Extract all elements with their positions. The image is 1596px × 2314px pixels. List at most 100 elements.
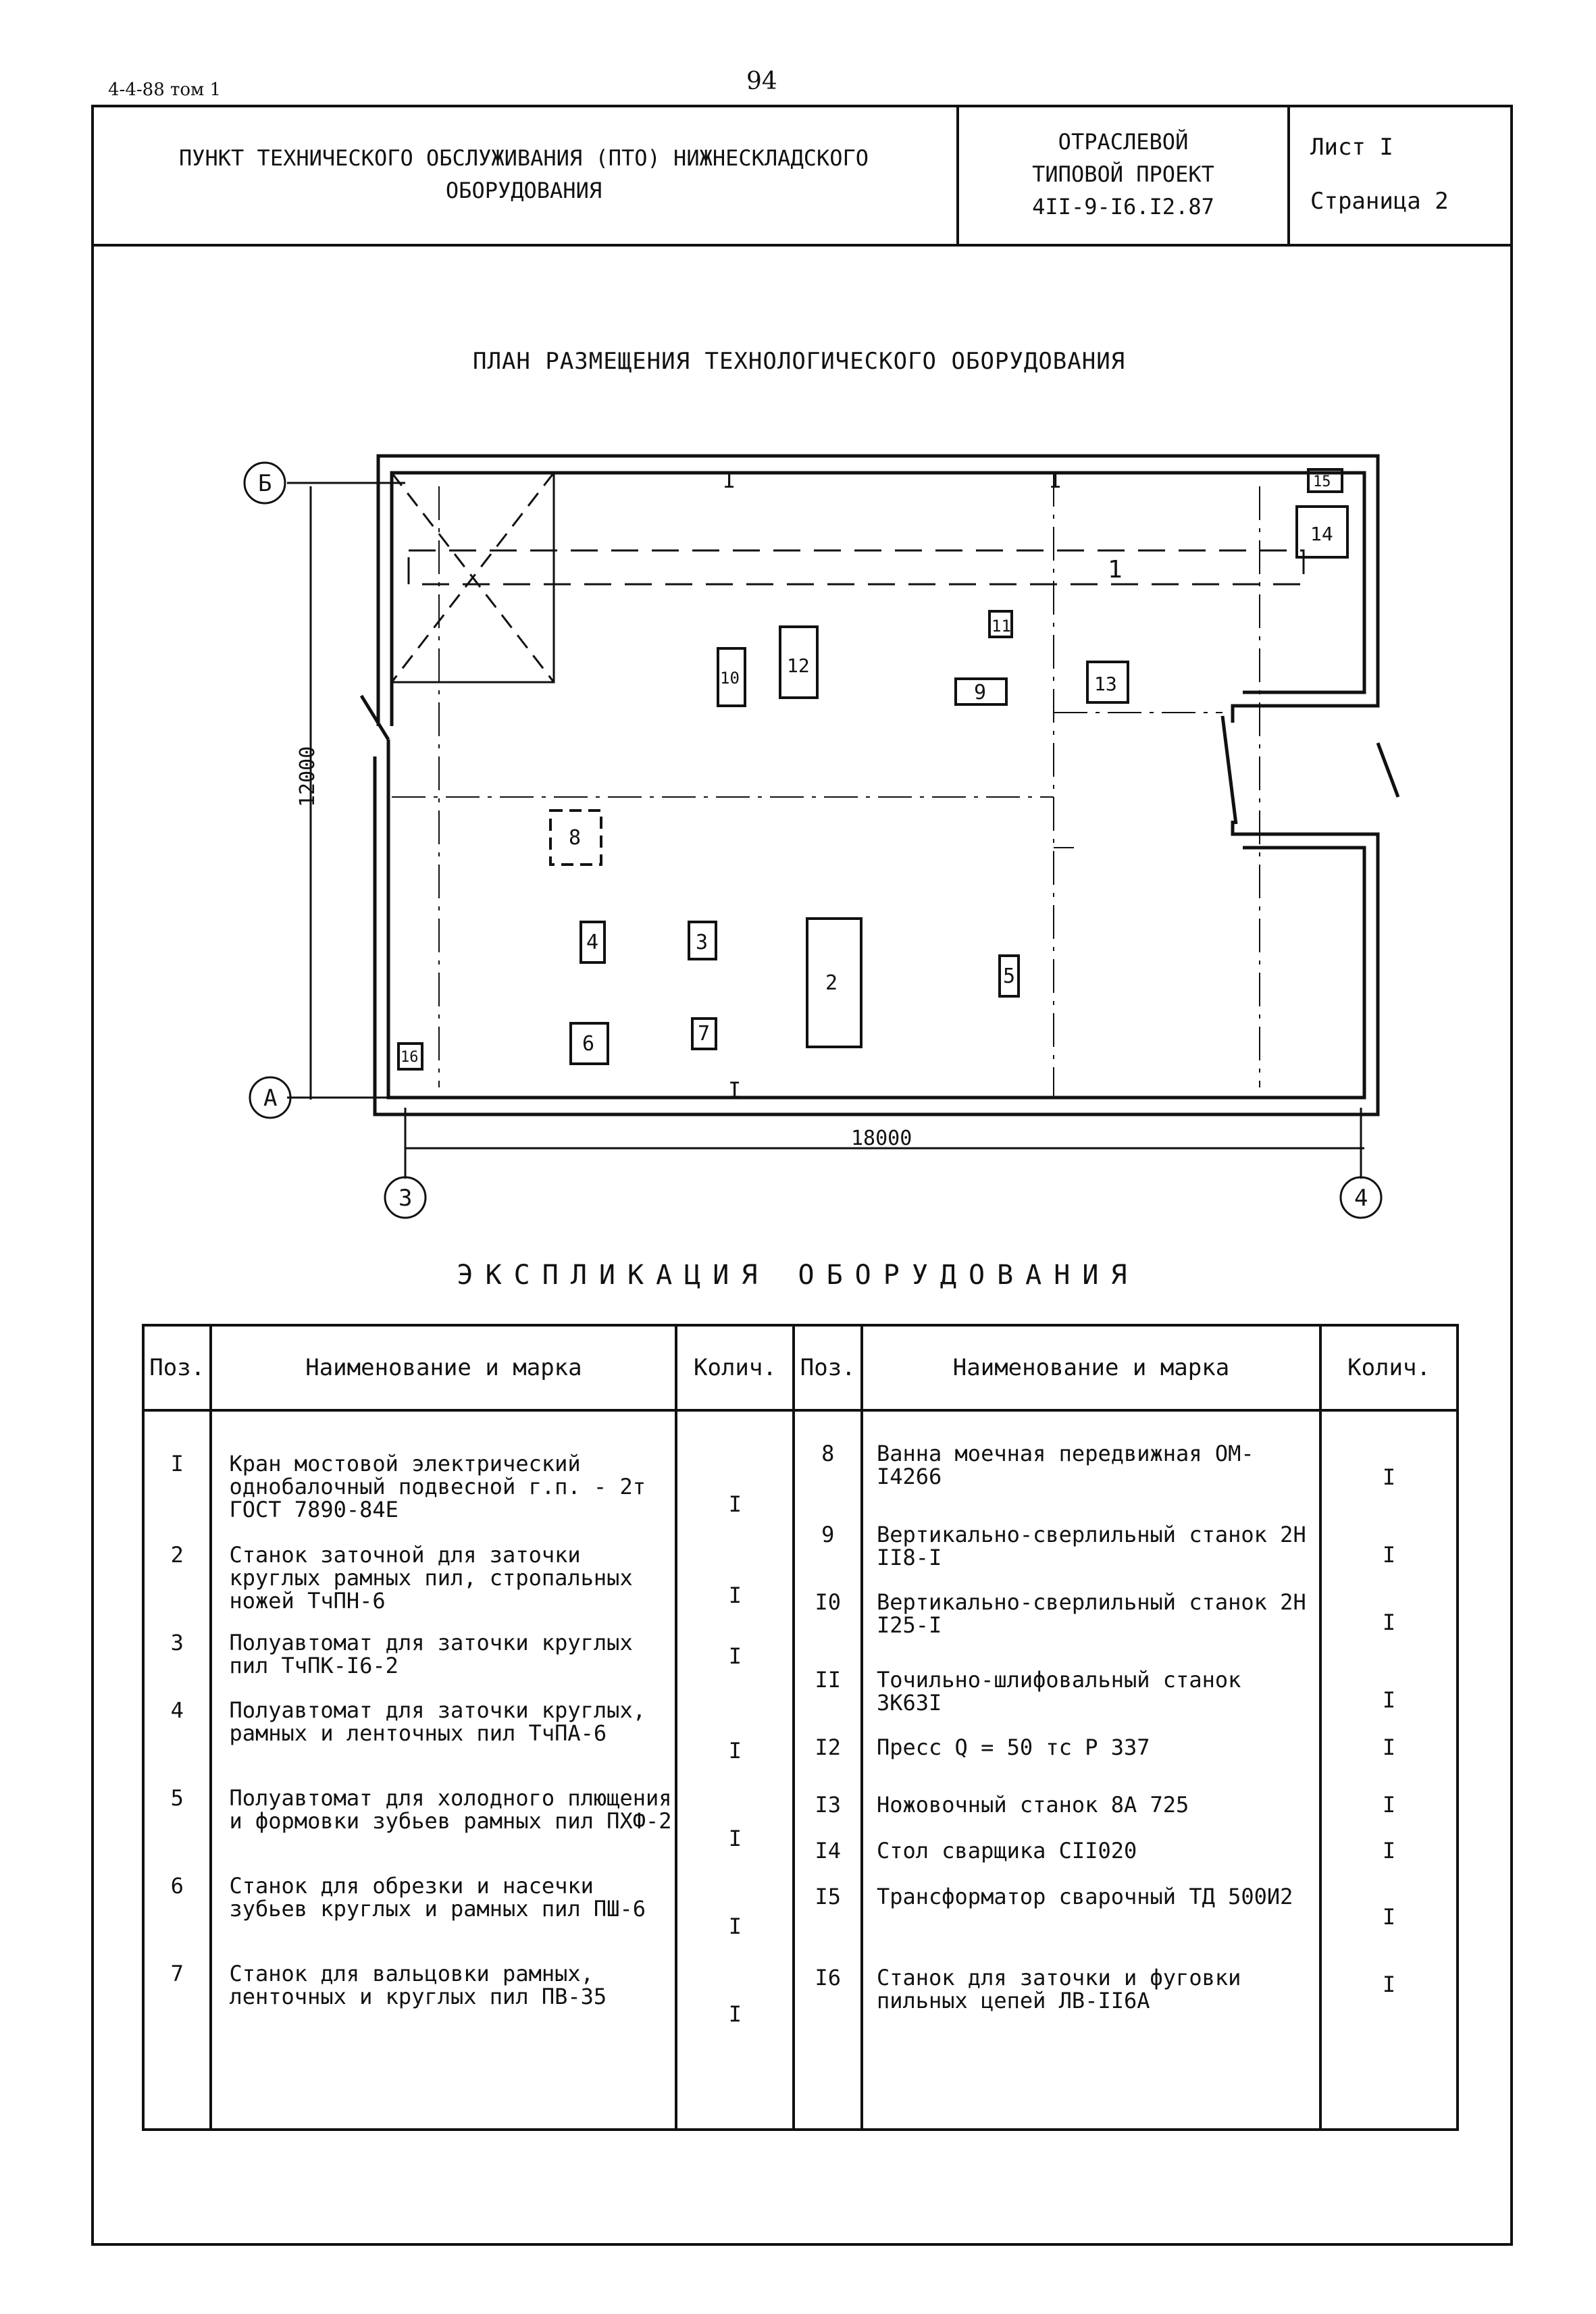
floor-plan: 1 12000 18000 Б А 3 4 I I I: [243, 454, 1400, 1219]
list-item: I: [728, 1826, 742, 1851]
list-item: I: [1382, 1464, 1396, 1490]
equipment-8: [549, 809, 602, 866]
equipment-13-label: 13: [1094, 673, 1117, 695]
project-line-1: ОТРАСЛЕВОЙ: [1058, 129, 1189, 155]
list-item: I: [1382, 1734, 1396, 1760]
equipment-7: [691, 1017, 717, 1050]
crane-support-marker: I: [1049, 467, 1062, 493]
header-qty-left: Колич.: [675, 1324, 796, 1412]
list-item: I2: [815, 1734, 841, 1760]
equipment-10-label: 10: [720, 669, 740, 688]
list-item: 4: [170, 1697, 184, 1723]
list-item: Полуавтомат для холодного плющения и фор…: [229, 1785, 672, 1834]
equipment-12-label: 12: [787, 654, 810, 677]
explication-table: Поз. Наименование и марка Колич. Поз. На…: [141, 1324, 1459, 2131]
axis-4: 4: [1354, 1185, 1368, 1212]
object-name: ПУНКТ ТЕХНИЧЕСКОГО ОБСЛУЖИВАНИЯ (ПТО) НИ…: [178, 145, 869, 203]
sheet-frame: [91, 105, 1513, 2246]
equipment-9: [954, 677, 1008, 706]
list-item: I: [1382, 1610, 1396, 1635]
axis-3: 3: [398, 1185, 412, 1212]
equipment-5-label: 5: [1003, 965, 1015, 988]
equipment-4-label: 4: [586, 931, 598, 954]
crane-support-marker: I: [723, 467, 736, 493]
list-item: I: [728, 2001, 742, 2027]
equipment-15-label: 15: [1313, 473, 1331, 490]
list-item: I: [728, 1913, 742, 1939]
equipment-16-label: 16: [401, 1049, 419, 1066]
dimension-lines: [287, 482, 1364, 1179]
equipment-8-label: 8: [569, 826, 581, 850]
right-pos-column: 8 9 I0 II I2 I3 I4 I5 I6: [792, 1410, 863, 2131]
explication-title: ЭКСПЛИКАЦИЯ ОБОРУДОВАНИЯ: [457, 1260, 1139, 1291]
equipment-13: [1086, 661, 1129, 704]
header-pos-right: Поз.: [792, 1324, 863, 1412]
document-code: 4-4-88 том 1: [108, 80, 222, 100]
equipment-12: [779, 625, 819, 699]
list-item: I: [170, 1451, 184, 1476]
equipment-2: [806, 917, 863, 1048]
title-block: ПУНКТ ТЕХНИЧЕСКОГО ОБСЛУЖИВАНИЯ (ПТО) НИ…: [91, 105, 1513, 247]
equipment-14-label: 14: [1310, 523, 1333, 545]
list-item: Трансформатор сварочный ТД 500И2: [876, 1884, 1293, 1909]
left-name-column: Кран мостовой электрический однобалочный…: [209, 1410, 678, 2131]
explication-header-row: Поз. Наименование и марка Колич. Поз. На…: [141, 1324, 1459, 1412]
list-item: I: [1382, 1904, 1396, 1930]
crane-label: 1: [1108, 556, 1123, 584]
list-item: Станок заточной для заточки круглых рамн…: [229, 1542, 633, 1614]
list-item: Вертикально-сверлильный станок 2Н II8-I: [876, 1522, 1306, 1570]
page-number: 94: [746, 68, 777, 95]
right-qty-column: I I I I I I I I I: [1319, 1410, 1459, 2131]
dimension-18000: 18000: [851, 1127, 912, 1150]
list-item: 5: [170, 1785, 184, 1811]
list-item: I: [728, 1738, 742, 1764]
header-pos-left: Поз.: [141, 1324, 213, 1412]
list-item: 9: [821, 1522, 835, 1547]
list-item: Точильно-шлифовальный станок 3К63I: [876, 1667, 1241, 1716]
equipment-3: [688, 921, 717, 960]
list-item: I: [728, 1643, 742, 1669]
list-item: Ножовочный станок 8А 725: [876, 1792, 1189, 1818]
equipment-2-label: 2: [825, 971, 838, 995]
list-item: Полуавтомат для заточки круглых, рамных …: [229, 1697, 646, 1746]
left-qty-column: I I I I I I I: [675, 1410, 796, 2131]
list-item: 3: [170, 1630, 184, 1655]
grid-lines: [392, 473, 1260, 1098]
header-name-left: Наименование и марка: [209, 1324, 678, 1412]
equipment-6-label: 6: [582, 1032, 594, 1056]
list-item: I: [1382, 1687, 1396, 1713]
title-block-name: ПУНКТ ТЕХНИЧЕСКОГО ОБСЛУЖИВАНИЯ (ПТО) НИ…: [91, 105, 959, 244]
list-item: I: [1382, 1542, 1396, 1568]
header-name-right: Наименование и марка: [860, 1324, 1322, 1412]
project-code: 4II-9-I6.I2.87: [1032, 194, 1214, 220]
dimension-12000: 12000: [296, 746, 319, 807]
equipment-14: [1295, 505, 1349, 559]
list-item: 7: [170, 1961, 184, 1986]
axis-b: Б: [258, 470, 272, 497]
list-item: I: [1382, 1792, 1396, 1818]
equipment-7-label: 7: [698, 1022, 710, 1046]
list-item: Ванна моечная передвижная ОМ-I4266: [876, 1441, 1254, 1489]
list-item: I0: [815, 1589, 841, 1615]
list-item: I: [728, 1491, 742, 1517]
building-walls: [359, 454, 1400, 1116]
list-item: Стол сварщика СII020: [876, 1838, 1137, 1863]
list-item: Пресс Q = 50 тс Р 337: [876, 1734, 1150, 1760]
list-item: 2: [170, 1542, 184, 1568]
explication-body: I 2 3 4 5 6 7 Кран мостовой электрически…: [141, 1410, 1459, 2131]
right-name-column: Ванна моечная передвижная ОМ-I4266 Верти…: [860, 1410, 1322, 2131]
axis-markers: [243, 461, 1383, 1219]
header-qty-right: Колич.: [1319, 1324, 1459, 1412]
plan-title: ПЛАН РАЗМЕЩЕНИЯ ТЕХНОЛОГИЧЕСКОГО ОБОРУДО…: [473, 348, 1126, 375]
list-item: Станок для обрезки и насечки зубьев круг…: [229, 1873, 646, 1922]
list-item: Станок для заточки и фуговки пильных цеп…: [876, 1965, 1241, 2013]
axis-a: А: [263, 1085, 277, 1112]
equipment-11: [988, 610, 1013, 638]
equipment-shapes: [397, 468, 1349, 1071]
left-pos-column: I 2 3 4 5 6 7: [141, 1410, 213, 2131]
list-item: II: [815, 1667, 841, 1693]
list-item: I6: [815, 1965, 841, 1990]
title-block-sheet: Лист I Страница 2: [1290, 105, 1510, 244]
equipment-15: [1307, 468, 1343, 493]
equipment-3-label: 3: [696, 931, 708, 954]
